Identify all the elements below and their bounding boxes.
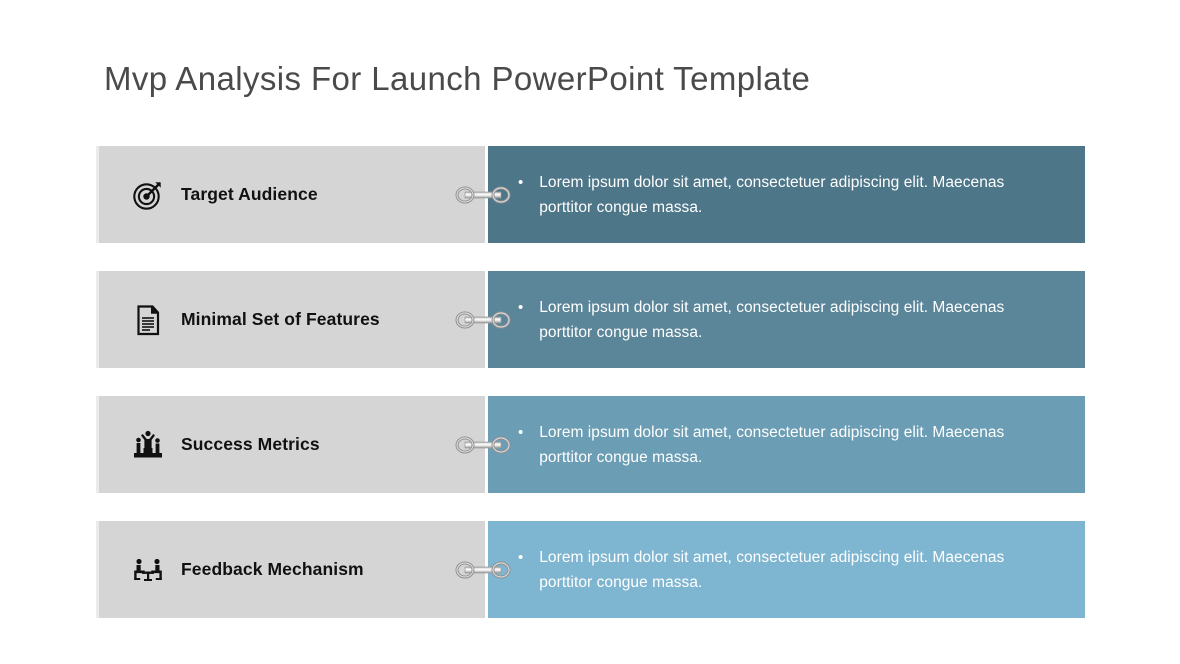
label-text-2: Minimal Set of Features (181, 309, 380, 329)
row-success-metrics: Success Metrics • Lorem ipsum dolor sit … (0, 396, 1180, 493)
bullet-text-4: Lorem ipsum dolor sit amet, consectetuer… (539, 548, 1005, 591)
bullet-dot-icon: • (518, 298, 524, 316)
page-title: Mvp Analysis For Launch PowerPoint Templ… (104, 60, 811, 97)
rows-container: Target Audience (0, 146, 1180, 646)
content-panel-1[interactable]: • Lorem ipsum dolor sit amet, consectetu… (488, 146, 1085, 243)
meeting-table-icon (131, 553, 165, 587)
content-panel-3[interactable]: • Lorem ipsum dolor sit amet, consectetu… (488, 396, 1085, 493)
target-arrow-icon (131, 178, 165, 212)
row-target-audience: Target Audience (0, 146, 1180, 243)
bullet-text-1: Lorem ipsum dolor sit amet, consectetuer… (539, 173, 1005, 216)
bullet-text-3: Lorem ipsum dolor sit amet, consectetuer… (539, 423, 1005, 466)
row-feedback-mechanism: Feedback Mechanism • Lorem ipsum dolor s… (0, 521, 1180, 618)
content-panel-4[interactable]: • Lorem ipsum dolor sit amet, consectetu… (488, 521, 1085, 618)
label-panel-4[interactable]: Feedback Mechanism (96, 521, 485, 618)
label-panel-2[interactable]: Minimal Set of Features (96, 271, 485, 368)
label-panel-3[interactable]: Success Metrics (96, 396, 485, 493)
bullet-text-2: Lorem ipsum dolor sit amet, consectetuer… (539, 298, 1005, 341)
bullet-item-1: • Lorem ipsum dolor sit amet, consectetu… (518, 170, 1014, 220)
label-text-1: Target Audience (181, 184, 318, 204)
bullet-dot-icon: • (518, 548, 524, 566)
row-minimal-set-of-features: Minimal Set of Features • Lorem ipsum do… (0, 271, 1180, 368)
label-text-4: Feedback Mechanism (181, 559, 364, 579)
bullet-item-4: • Lorem ipsum dolor sit amet, consectetu… (518, 545, 1014, 595)
bullet-dot-icon: • (518, 423, 524, 441)
podium-winners-icon (131, 428, 165, 462)
document-lines-icon (131, 303, 165, 337)
content-panel-2[interactable]: • Lorem ipsum dolor sit amet, consectetu… (488, 271, 1085, 368)
label-panel-1[interactable]: Target Audience (96, 146, 485, 243)
label-text-3: Success Metrics (181, 434, 320, 454)
bullet-item-2: • Lorem ipsum dolor sit amet, consectetu… (518, 295, 1014, 345)
bullet-dot-icon: • (518, 173, 524, 191)
bullet-item-3: • Lorem ipsum dolor sit amet, consectetu… (518, 420, 1014, 470)
